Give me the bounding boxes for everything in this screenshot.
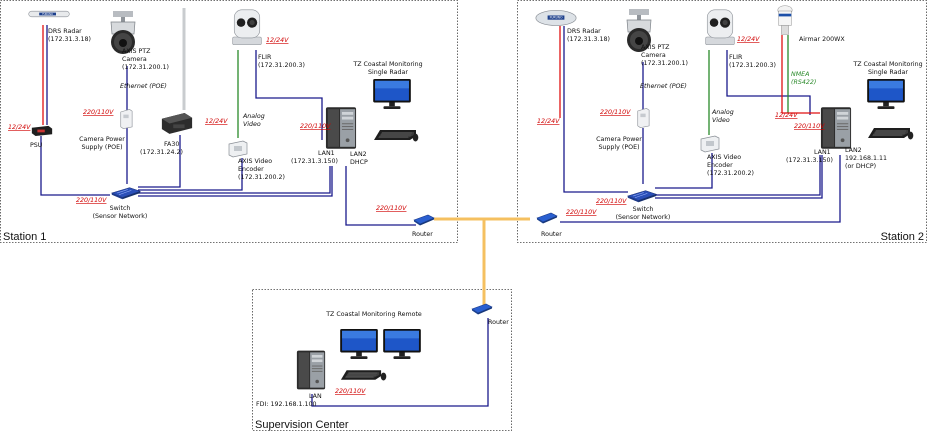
- psu-power-label: 12/24V: [8, 124, 31, 131]
- keyboard: [340, 369, 382, 381]
- cam-psu-voltage-label: 220/110V: [600, 109, 631, 116]
- switch-label: Switch(Sensor Network): [616, 206, 671, 221]
- keyboard: [373, 129, 417, 141]
- video-encoder: [700, 135, 720, 153]
- flir-power-label: 12/24V: [737, 36, 760, 43]
- drs-radar-label: DRS Radar(172.31.3.18): [48, 28, 91, 43]
- airmar-power-label: 12/24V: [775, 112, 798, 119]
- switch-power-label: 220/110V: [76, 197, 107, 204]
- fa30-label: FA30(172.31.24.2): [140, 141, 183, 156]
- lan1-label: LAN1(172.31.3.150): [291, 150, 338, 165]
- router-label: Router: [412, 231, 433, 238]
- supervision-title: Supervision Center: [255, 419, 349, 431]
- router-power-label: 220/110V: [376, 205, 407, 212]
- fa30-box: [161, 113, 193, 134]
- keyboard: [867, 127, 911, 139]
- supervision-cables: [311, 318, 489, 407]
- poe-injector: [120, 108, 133, 130]
- router: [471, 303, 493, 315]
- pc-power-label: 220/110V: [794, 123, 825, 130]
- drs-radar-label: DRS Radar(172.31.3.18): [567, 28, 610, 43]
- mouse: [412, 133, 419, 142]
- switch-label: Switch(Sensor Network): [93, 205, 148, 220]
- ptz-ethernet-label: Ethernet (POE): [640, 82, 687, 90]
- station2-frame: [517, 0, 927, 243]
- supervision-frame: [252, 289, 512, 431]
- flir-label: FLIR(172.31.200.3): [258, 54, 305, 69]
- airmar-sensor: [777, 5, 793, 35]
- drs-radar-antenna: [28, 10, 70, 18]
- switch-power-label: 220/110V: [596, 198, 627, 205]
- pc-power-label: 220/110V: [335, 388, 366, 395]
- station1-cables: [40, 24, 416, 226]
- router-power-label: 220/110V: [566, 209, 597, 216]
- monitor: [383, 328, 421, 360]
- monitor: [867, 78, 905, 110]
- switch: [111, 187, 141, 200]
- fdi-label: FDI: 192.168.1.100: [256, 401, 317, 408]
- airmar-label: Airmar 200WX: [799, 36, 845, 43]
- drs-radar-radome: [535, 9, 577, 27]
- flir-power-label: 12/24V: [266, 37, 289, 44]
- cam-psu-voltage-label: 220/110V: [83, 109, 114, 116]
- router: [413, 214, 435, 226]
- station1-frame: [0, 0, 458, 243]
- video-encoder: [228, 140, 248, 158]
- station2-cables: [559, 26, 841, 223]
- station1-title: Station 1: [3, 231, 46, 243]
- tower-pc: [820, 107, 852, 149]
- router-label: Router: [541, 231, 562, 238]
- router-label: Router: [488, 319, 509, 326]
- wan-links: [434, 217, 530, 305]
- flir-camera: [232, 9, 262, 46]
- tower-pc: [296, 350, 326, 390]
- monitor: [340, 328, 378, 360]
- router: [536, 212, 558, 224]
- drs-power-label: 12/24V: [537, 118, 560, 125]
- lan1-label: LAN1(172.31.3.150): [786, 149, 833, 164]
- psu-box: [31, 125, 53, 137]
- flir-camera: [705, 9, 735, 46]
- psu-label: PSU: [30, 142, 43, 149]
- mouse: [380, 372, 387, 381]
- tz-remote-label: TZ Coastal Monitoring Remote: [325, 311, 422, 318]
- switch: [627, 190, 657, 203]
- nmea-label: NMEA(RS422): [791, 71, 816, 86]
- lan-label: LAN: [309, 393, 322, 400]
- pc-power-label: 220/110V: [300, 123, 331, 130]
- monitor: [373, 78, 411, 110]
- mouse: [907, 131, 914, 140]
- ptz-ethernet-label: Ethernet (POE): [120, 82, 167, 90]
- fa30-power-label: 12/24V: [205, 118, 228, 125]
- poe-injector: [637, 107, 650, 129]
- flir-label: FLIR(172.31.200.3): [729, 54, 776, 69]
- station2-title: Station 2: [881, 231, 924, 243]
